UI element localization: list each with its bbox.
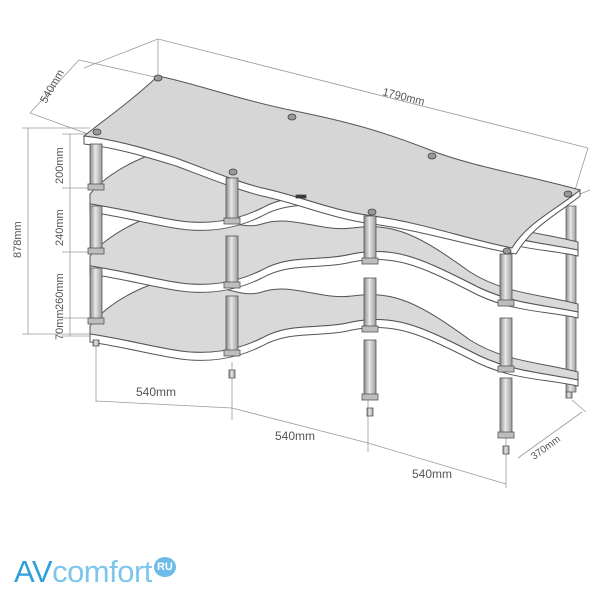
overall-width-label: 1790mm — [381, 86, 425, 108]
gap-third-label: 260mm — [54, 273, 66, 310]
collars — [87, 183, 515, 439]
logo-middle: comfort — [52, 554, 152, 589]
bay-width-2-label: 540mm — [275, 429, 315, 443]
overall-height-label: 878mm — [12, 221, 24, 258]
foot-height-label: 70mm — [54, 309, 66, 340]
bay-width-1-label: 540mm — [136, 385, 176, 399]
dimension-lines — [22, 38, 591, 488]
bay-width-3-label: 540mm — [412, 467, 452, 481]
overall-depth-label: 540mm — [38, 68, 67, 106]
logo-badge: RU — [153, 557, 176, 577]
gap-second-label: 240mm — [54, 209, 66, 246]
front-posts — [89, 143, 573, 455]
back-posts — [565, 205, 577, 393]
shelves — [82, 75, 582, 387]
cones — [92, 74, 573, 255]
gap-top-label: 200mm — [54, 147, 66, 184]
logo-prefix: AV — [14, 554, 53, 589]
